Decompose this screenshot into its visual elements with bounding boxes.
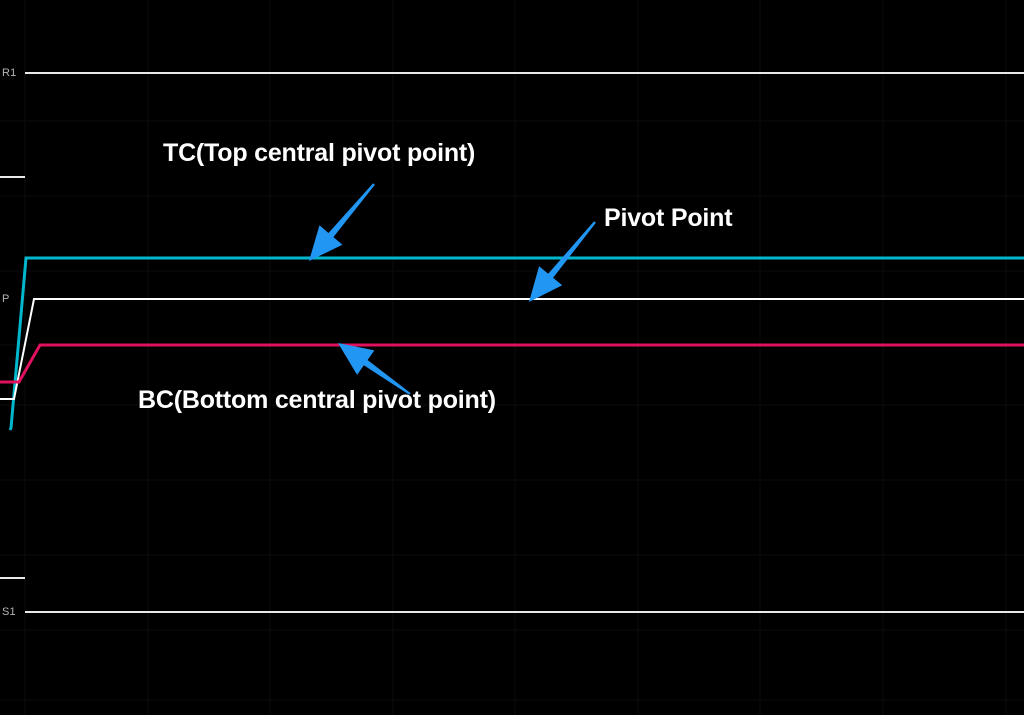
axis-label-p: P: [2, 293, 10, 305]
pivot-point-annotation-text: Pivot Point: [604, 204, 733, 232]
axis-label-s1: S1: [2, 606, 16, 618]
annotation-arrow-2: [338, 343, 411, 395]
annotation-arrow-0: [309, 183, 375, 261]
series-line-pivot-point: [0, 298, 1024, 400]
tc-annotation-text: TC(Top central pivot point): [163, 139, 476, 167]
series-line-tc: [8, 256, 1024, 431]
axis-label-r1: R1: [2, 67, 17, 79]
bc-annotation-text: BC(Bottom central pivot point): [138, 386, 496, 414]
annotation-arrow-1: [529, 221, 596, 302]
series-line-bc: [0, 343, 1024, 384]
